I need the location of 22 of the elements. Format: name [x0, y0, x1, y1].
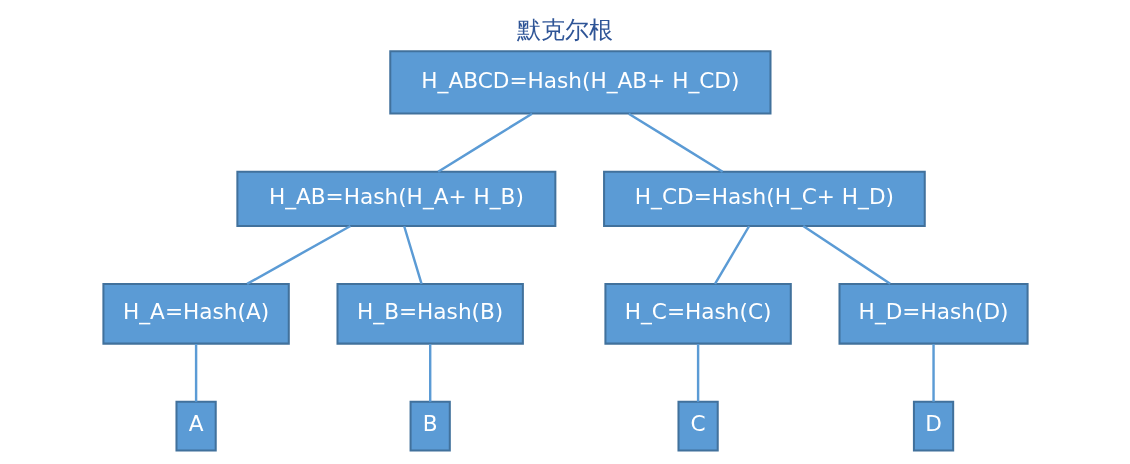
node-box: H_C=Hash(C) [603, 283, 792, 345]
node-box: H_CD=Hash(H_C+ H_D) [602, 170, 926, 227]
node-box: D [912, 400, 954, 452]
node-box: H_D=Hash(D) [838, 283, 1029, 345]
node-box: B [409, 400, 451, 452]
diagram-title: 默克尔根 [517, 15, 613, 45]
node-box: H_ABCD=Hash(H_AB+ H_CD) [388, 50, 771, 115]
node-box: H_B=Hash(B) [336, 283, 524, 345]
connector [713, 225, 750, 285]
node-box: H_A=Hash(A) [101, 283, 290, 345]
connector [428, 344, 431, 402]
connector [696, 344, 699, 402]
node-box: C [676, 400, 719, 452]
connector [402, 225, 423, 285]
node-box: H_AB=Hash(H_A+ H_B) [235, 170, 556, 227]
node-box: A [174, 400, 217, 452]
connector [931, 344, 935, 402]
connector [437, 112, 533, 173]
connector [802, 224, 891, 285]
connector [246, 224, 351, 285]
connector [627, 112, 723, 173]
connector [194, 344, 197, 402]
